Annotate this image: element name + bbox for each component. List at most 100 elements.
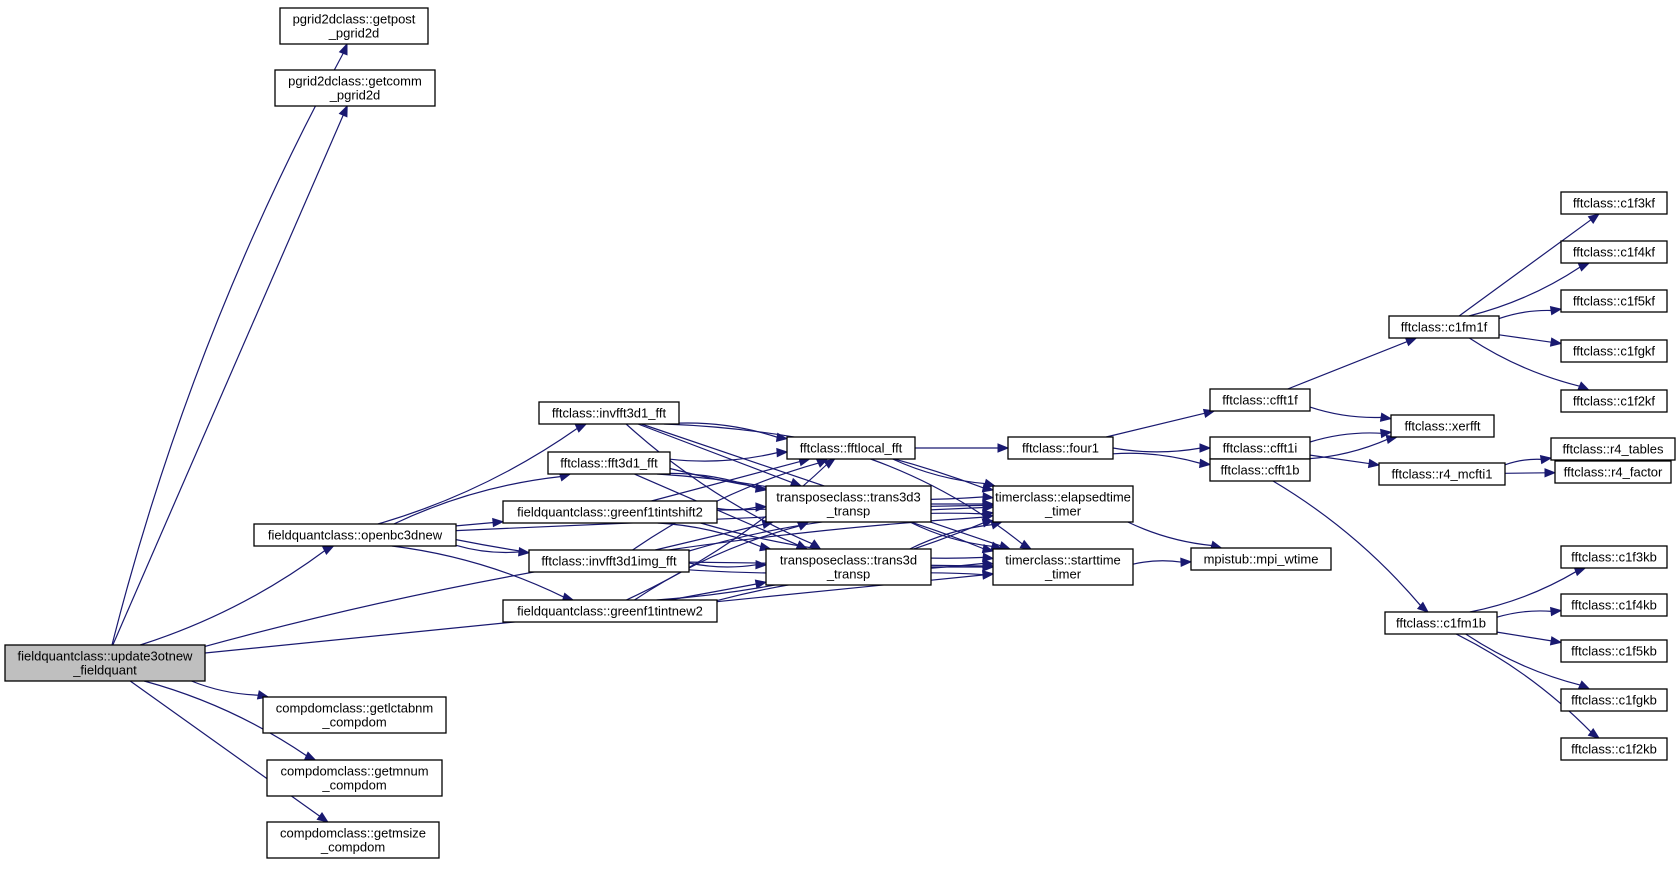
node-starttime[interactable]: timerclass::starttime_timer bbox=[992, 548, 1134, 586]
arrowhead-cfft1i-to-r4_mcfti1 bbox=[1367, 458, 1381, 469]
arrowhead-openbc3dnew-to-greenf1tintshift2 bbox=[492, 517, 505, 528]
node-box-c1f3kf bbox=[1560, 191, 1668, 215]
node-r4_factor[interactable]: fftclass::r4_factor bbox=[1554, 460, 1672, 484]
node-label-root-line-1: _fieldquant bbox=[72, 663, 137, 678]
node-c1f5kf[interactable]: fftclass::c1f5kf bbox=[1560, 289, 1668, 313]
edge-greenf1tintshift2-to-trans3d bbox=[657, 522, 762, 548]
node-label-invfft3d1_fft-line-0: fftclass::invfft3d1_fft bbox=[552, 406, 667, 421]
arrowhead-cfft1f-to-xerfft bbox=[1379, 412, 1393, 422]
node-invfft3d1_fft[interactable]: fftclass::invfft3d1_fft bbox=[538, 401, 680, 425]
node-box-getcomm bbox=[274, 69, 436, 107]
arrowhead-c1fm1f-to-c1f2kf bbox=[1577, 381, 1590, 391]
arrowhead-root-to-getmnum bbox=[303, 751, 317, 761]
node-box-c1fgkf bbox=[1560, 339, 1668, 363]
arrowhead-c1fm1b-to-c1f4kb bbox=[1550, 606, 1563, 617]
edge-greenf1tintnew2-to-fftlocal_fft bbox=[626, 463, 828, 601]
node-label-c1f4kb-line-0: fftclass::c1f4kb bbox=[1571, 598, 1657, 613]
arrowhead-four1-to-cfft1i bbox=[1199, 443, 1212, 453]
node-cfft1b[interactable]: fftclass::cfft1b bbox=[1209, 458, 1311, 482]
edge-invfft3d1_fft-to-fftlocal_fft bbox=[678, 422, 779, 439]
arrowhead-trans3d-to-starttime bbox=[982, 562, 995, 572]
node-r4_mcfti1[interactable]: fftclass::r4_mcfti1 bbox=[1378, 462, 1506, 486]
edge-c1fm1b-to-c1f5kb bbox=[1496, 631, 1553, 642]
node-box-c1f2kb bbox=[1560, 737, 1668, 761]
node-box-fft3d1_fft bbox=[547, 451, 671, 475]
arrowhead-fft3d1_fft-to-starttime bbox=[981, 543, 995, 554]
node-getpost[interactable]: pgrid2dclass::getpost_pgrid2d bbox=[279, 7, 429, 45]
node-box-xerfft bbox=[1390, 414, 1495, 438]
node-c1f3kb[interactable]: fftclass::c1f3kb bbox=[1560, 545, 1668, 569]
edge-cfft1f-to-c1fm1f bbox=[1287, 340, 1409, 390]
edge-invfft3d1_fft-to-trans3d bbox=[625, 423, 814, 545]
node-c1fgkf[interactable]: fftclass::c1fgkf bbox=[1560, 339, 1668, 363]
node-invfft3d1img_fft[interactable]: fftclass::invfft3d1img_fft bbox=[528, 549, 690, 573]
node-box-c1f4kf bbox=[1560, 240, 1668, 264]
edge-invfft3d1img_fft-to-trans3d bbox=[688, 562, 758, 568]
node-fft3d1_fft[interactable]: fftclass::fft3d1_fft bbox=[547, 451, 671, 475]
node-c1f4kf[interactable]: fftclass::c1f4kf bbox=[1560, 240, 1668, 264]
node-box-c1f3kb bbox=[1560, 545, 1668, 569]
node-root[interactable]: fieldquantclass::update3otnew_fieldquant bbox=[4, 644, 206, 682]
arrowhead-c1fm1b-to-c1f3kb bbox=[1573, 567, 1587, 577]
arrowhead-invfft3d1_fft-to-fftlocal_fft bbox=[775, 432, 789, 442]
node-c1f2kf[interactable]: fftclass::c1f2kf bbox=[1560, 389, 1668, 413]
node-c1f4kb[interactable]: fftclass::c1f4kb bbox=[1560, 593, 1668, 617]
edge-openbc3dnew-to-greenf1tintshift2 bbox=[455, 521, 495, 527]
node-getcomm[interactable]: pgrid2dclass::getcomm_pgrid2d bbox=[274, 69, 436, 107]
node-label-c1fm1f-line-0: fftclass::c1fm1f bbox=[1401, 320, 1488, 335]
edge-four1-to-cfft1b bbox=[1112, 452, 1202, 465]
node-c1fm1b[interactable]: fftclass::c1fm1b bbox=[1384, 611, 1498, 635]
node-c1fm1f[interactable]: fftclass::c1fm1f bbox=[1388, 315, 1500, 339]
edge-invfft3d1_fft-to-starttime bbox=[641, 423, 1002, 547]
node-c1f5kb[interactable]: fftclass::c1f5kb bbox=[1560, 639, 1668, 663]
node-openbc3dnew[interactable]: fieldquantclass::openbc3dnew bbox=[253, 523, 457, 547]
node-fftlocal_fft[interactable]: fftclass::fftlocal_fft bbox=[786, 436, 916, 460]
edge-greenf1tintshift2-to-fftlocal_fft bbox=[651, 460, 802, 502]
edge-openbc3dnew-to-fft3d1_fft bbox=[393, 475, 562, 525]
node-c1fgkb[interactable]: fftclass::c1fgkb bbox=[1560, 688, 1668, 712]
node-four1[interactable]: fftclass::four1 bbox=[1007, 436, 1114, 460]
node-c1f2kb[interactable]: fftclass::c1f2kb bbox=[1560, 737, 1668, 761]
node-trans3d3[interactable]: transposeclass::trans3d3_transp bbox=[765, 485, 932, 523]
node-greenf1tintnew2[interactable]: fieldquantclass::greenf1tintnew2 bbox=[502, 599, 718, 623]
node-c1f3kf[interactable]: fftclass::c1f3kf bbox=[1560, 191, 1668, 215]
edge-c1fm1f-to-c1f4kf bbox=[1468, 266, 1582, 317]
node-getmnum[interactable]: compdomclass::getmnum_compdom bbox=[266, 759, 443, 797]
node-label-r4_factor-line-0: fftclass::r4_factor bbox=[1564, 465, 1663, 480]
node-getlctabnm[interactable]: compdomclass::getlctabnm_compdom bbox=[262, 696, 447, 734]
node-label-getcomm-line-1: _pgrid2d bbox=[329, 88, 381, 103]
arrowhead-c1fm1f-to-c1fgkf bbox=[1549, 337, 1563, 347]
arrowhead-root-to-getcomm bbox=[338, 104, 348, 118]
edge-c1fm1b-to-c1f2kb bbox=[1455, 633, 1593, 734]
node-box-invfft3d1_fft bbox=[538, 401, 680, 425]
node-trans3d[interactable]: transposeclass::trans3d_transp bbox=[765, 548, 932, 586]
node-label-getcomm-line-0: pgrid2dclass::getcomm bbox=[288, 74, 422, 89]
node-r4_tables[interactable]: fftclass::r4_tables bbox=[1550, 437, 1676, 461]
arrowhead-c1fm1f-to-c1f3kf bbox=[1587, 213, 1600, 224]
node-cfft1f[interactable]: fftclass::cfft1f bbox=[1209, 388, 1311, 412]
node-mpi_wtime[interactable]: mpistub::mpi_wtime bbox=[1190, 547, 1332, 571]
edge-openbc3dnew-to-greenf1tintnew2 bbox=[391, 545, 565, 598]
arrowhead-greenf1tintnew2-to-fftlocal_fft bbox=[823, 458, 836, 469]
node-greenf1tintshift2[interactable]: fieldquantclass::greenf1tintshift2 bbox=[502, 500, 718, 524]
node-box-starttime bbox=[992, 548, 1134, 586]
node-getmsize[interactable]: compdomclass::getmsize_compdom bbox=[266, 821, 440, 859]
node-label-getpost-line-0: pgrid2dclass::getpost bbox=[293, 12, 416, 27]
node-cfft1i[interactable]: fftclass::cfft1i bbox=[1209, 436, 1311, 460]
node-label-c1f3kf-line-0: fftclass::c1f3kf bbox=[1573, 196, 1656, 211]
node-label-getlctabnm-line-0: compdomclass::getlctabnm bbox=[276, 701, 434, 716]
node-box-r4_tables bbox=[1550, 437, 1676, 461]
node-label-invfft3d1img_fft-line-0: fftclass::invfft3d1img_fft bbox=[541, 554, 677, 569]
node-label-cfft1f-line-0: fftclass::cfft1f bbox=[1222, 393, 1298, 408]
node-elapsedtime[interactable]: timerclass::elapsedtime_timer bbox=[992, 485, 1134, 523]
arrowhead-root-to-openbc3dnew bbox=[322, 545, 335, 555]
node-box-c1fm1b bbox=[1384, 611, 1498, 635]
node-xerfft[interactable]: fftclass::xerfft bbox=[1390, 414, 1495, 438]
arrowhead-c1fm1b-to-c1fgkb bbox=[1577, 680, 1591, 690]
node-label-c1f5kb-line-0: fftclass::c1f5kb bbox=[1571, 644, 1657, 659]
edge-four1-to-cfft1i bbox=[1112, 447, 1202, 453]
arrowhead-cfft1i-to-xerfft bbox=[1380, 428, 1393, 439]
node-box-getpost bbox=[279, 7, 429, 45]
node-label-elapsedtime-line-1: _timer bbox=[1044, 504, 1082, 519]
node-label-getmsize-line-1: _compdom bbox=[320, 840, 385, 855]
